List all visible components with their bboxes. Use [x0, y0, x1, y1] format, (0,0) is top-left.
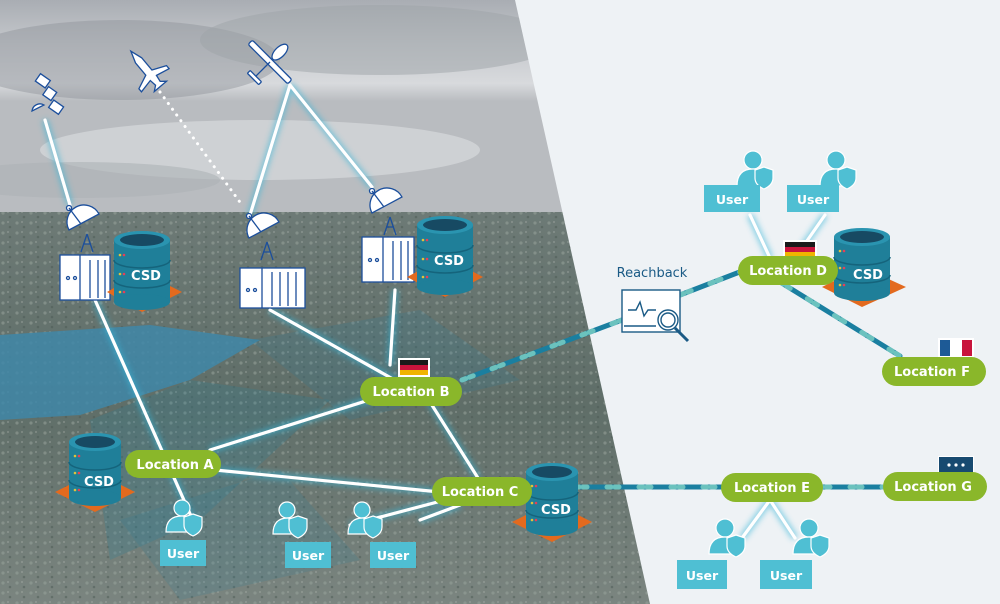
location-d[interactable]: Location D — [738, 240, 838, 285]
csd-label: CSD — [84, 475, 114, 490]
location-c-label: Location C — [442, 485, 519, 500]
link-drone-station2 — [248, 83, 292, 217]
database-icon — [416, 216, 474, 295]
link-locationB-locationA — [208, 393, 387, 452]
link-station3-locationB — [388, 288, 397, 367]
user-shield-icon — [272, 501, 308, 539]
link-drone-station3 — [288, 83, 374, 189]
link-locationA-locationC — [213, 468, 442, 494]
link-station1-user — [93, 298, 197, 527]
reachback[interactable]: Reachback — [617, 266, 690, 343]
user-shield-icon — [792, 518, 830, 558]
location-f-label: Location F — [894, 365, 970, 380]
monitor-search-icon — [621, 289, 690, 343]
database-icon — [68, 433, 122, 506]
csd-database-location-c: CSD — [512, 463, 592, 542]
csd-database-station1: CSD — [107, 231, 182, 312]
france-flag-icon — [938, 338, 974, 358]
location-b-label: Location B — [373, 385, 450, 400]
user-shield-icon — [736, 150, 774, 190]
fighter-jet-icon — [129, 49, 171, 94]
reachback-label: Reachback — [617, 266, 688, 281]
ground-station-1 — [59, 204, 111, 301]
csd-database-location-a: CSD — [55, 433, 135, 512]
csd-database-station3: CSD — [407, 216, 483, 297]
link-jet-station2-dotted — [158, 90, 244, 207]
location-b[interactable]: Location B — [360, 358, 462, 406]
link-locationE-user7 — [768, 498, 797, 540]
link-locationB-locationC — [428, 400, 480, 480]
user-3[interactable]: User — [347, 501, 416, 568]
user-5-label: User — [797, 192, 830, 207]
satellite-icon — [31, 72, 65, 116]
user-5[interactable]: User — [787, 150, 857, 212]
ground-station-2 — [239, 212, 306, 309]
user-3-label: User — [377, 548, 410, 563]
link-station2-locationB — [268, 308, 402, 385]
csd-label: CSD — [853, 268, 883, 283]
user-2[interactable]: User — [272, 501, 331, 568]
database-icon — [525, 463, 579, 536]
user-2-label: User — [292, 548, 325, 563]
user-7[interactable]: User — [760, 518, 830, 589]
database-icon — [113, 231, 171, 310]
user-shield-icon — [347, 501, 383, 539]
location-a[interactable]: Location A — [125, 450, 221, 478]
satellite-dish-icon — [245, 212, 280, 261]
link-locationB-reachback — [459, 317, 625, 383]
drone-icon — [247, 40, 292, 85]
csd-label: CSD — [131, 269, 161, 284]
csd-label: CSD — [541, 503, 571, 518]
user-shield-icon — [708, 518, 746, 558]
csd-database-location-d: CSD — [822, 228, 906, 307]
link-user4-locationD — [748, 213, 772, 260]
location-e[interactable]: Location E — [721, 473, 823, 502]
link-satellite-station1 — [43, 118, 72, 207]
shelter-container-icon — [59, 254, 111, 301]
ground-station-3 — [361, 187, 415, 283]
shelter-container-icon — [361, 236, 415, 283]
location-g[interactable]: Location G — [883, 456, 987, 501]
location-a-label: Location A — [136, 458, 213, 473]
user-shield-icon — [165, 499, 203, 537]
link-locationE-user6 — [740, 498, 772, 540]
germany-flag-icon — [398, 358, 430, 377]
link-locationC-user3 — [418, 503, 462, 522]
user-1-label: User — [167, 546, 200, 561]
database-icon — [833, 228, 891, 301]
user-1[interactable]: User — [160, 499, 206, 566]
germany-flag-icon — [783, 240, 817, 259]
location-c[interactable]: Location C — [432, 477, 532, 506]
csd-label: CSD — [434, 254, 464, 269]
user-6[interactable]: User — [677, 518, 746, 589]
location-g-label: Location G — [894, 480, 972, 495]
links — [41, 82, 903, 541]
user-6-label: User — [686, 568, 719, 583]
location-e-label: Location E — [734, 481, 810, 496]
location-f[interactable]: Location F — [882, 338, 986, 386]
location-d-label: Location D — [749, 264, 827, 279]
user-shield-icon — [819, 150, 857, 190]
user-4-label: User — [716, 192, 749, 207]
user-7-label: User — [770, 568, 803, 583]
link-locationD-locationF — [777, 279, 903, 359]
user-4[interactable]: User — [704, 150, 774, 212]
ellipsis-flag-icon — [938, 456, 974, 474]
shelter-container-icon — [239, 267, 306, 309]
satellite-dish-icon — [65, 204, 100, 253]
satellite-dish-icon — [368, 187, 403, 236]
